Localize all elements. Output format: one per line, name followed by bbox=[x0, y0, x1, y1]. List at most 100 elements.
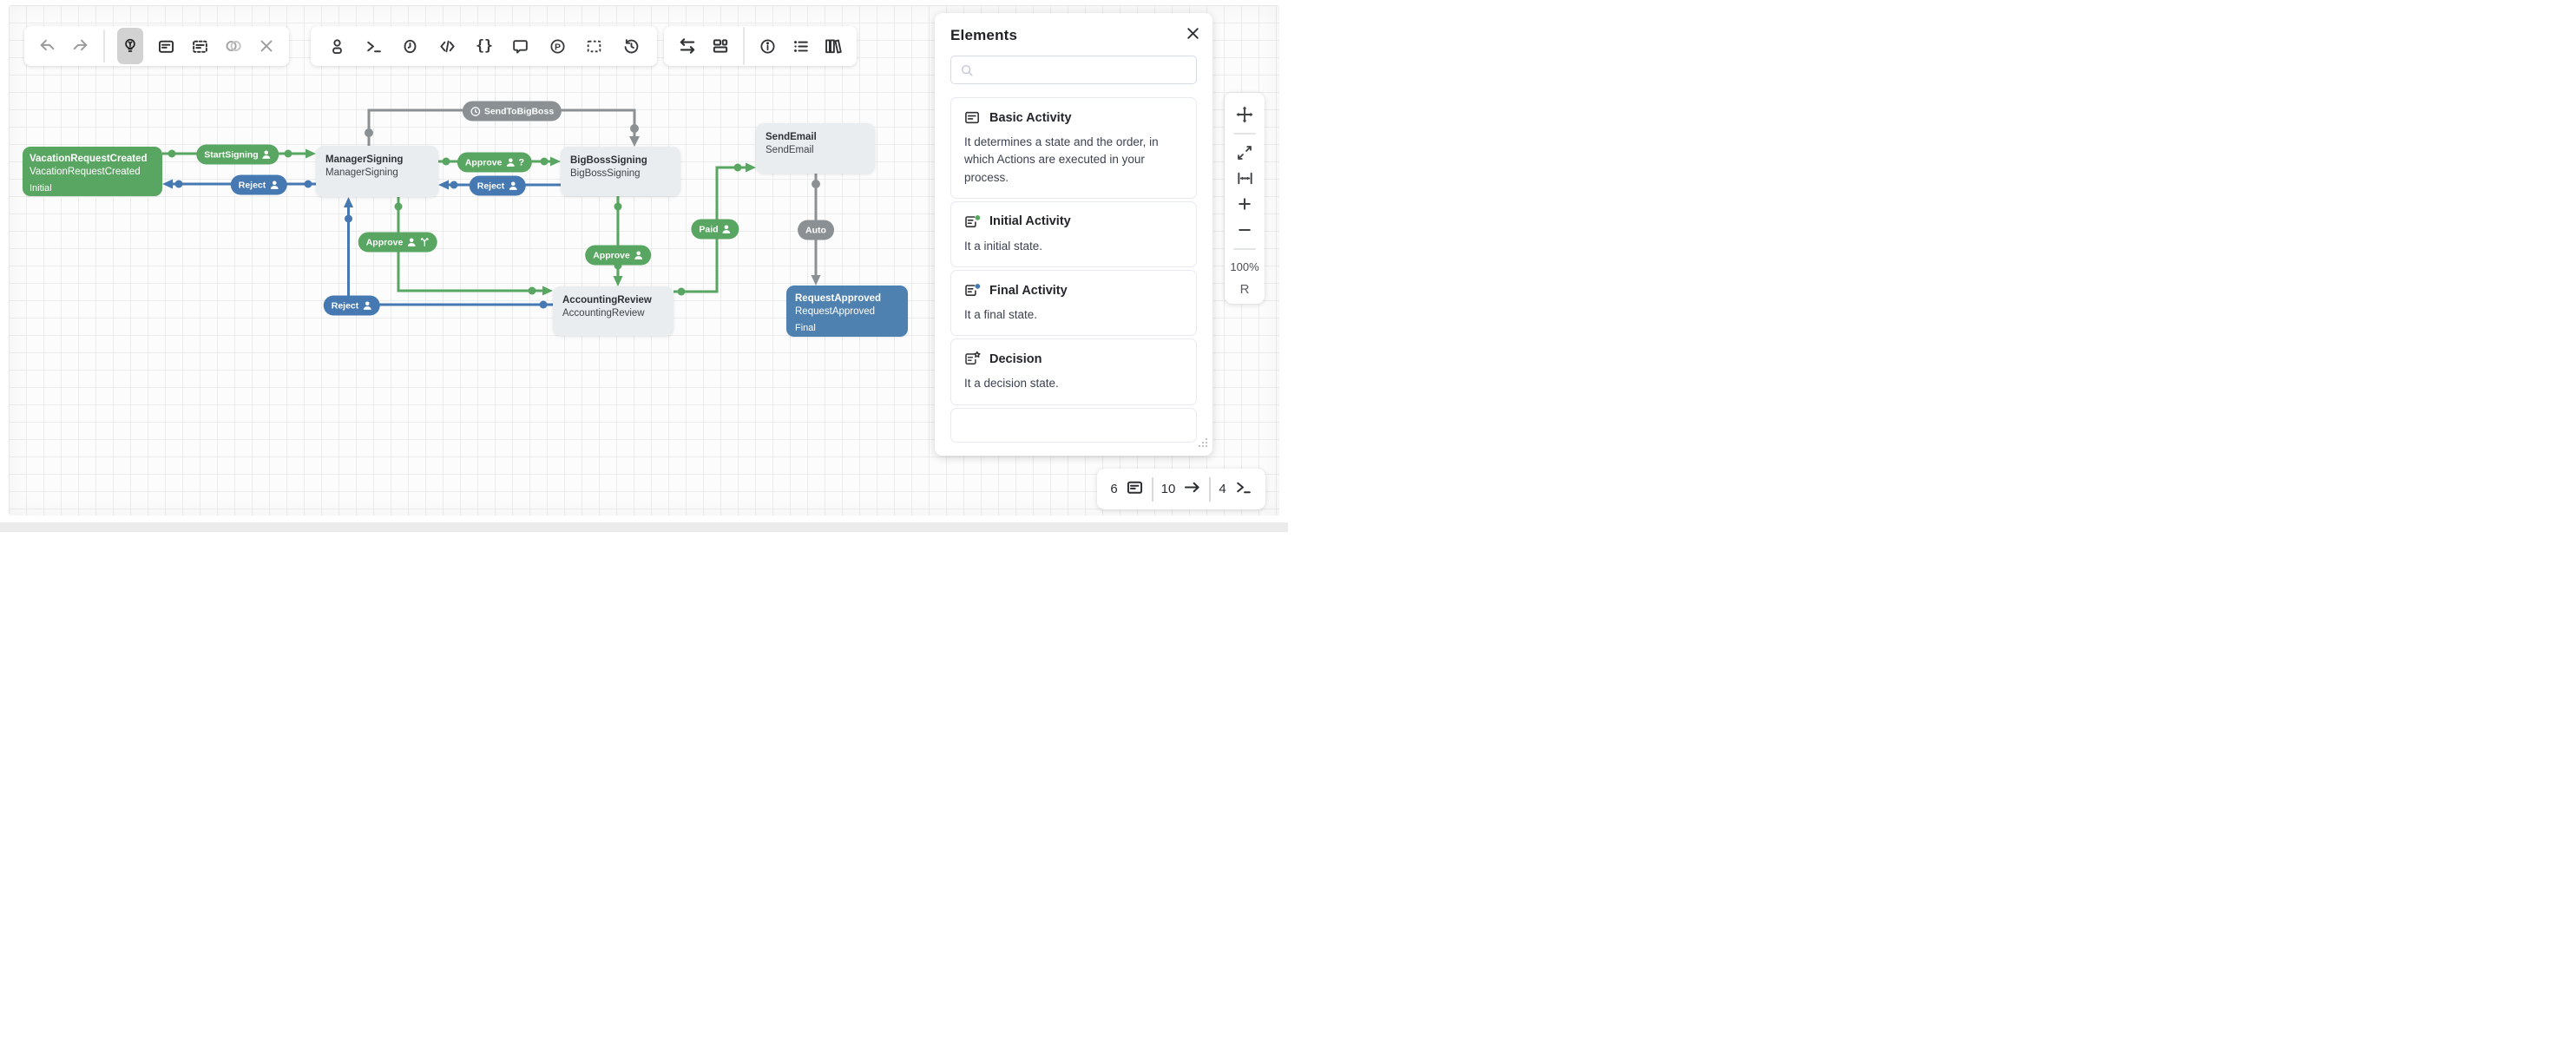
zoom-out-icon[interactable] bbox=[1234, 220, 1255, 240]
activity-subtitle: AccountingReview bbox=[562, 307, 645, 319]
reset-zoom-button[interactable]: R bbox=[1239, 282, 1250, 298]
activity-subtitle: ManagerSigning bbox=[325, 167, 398, 178]
lightbulb-button[interactable] bbox=[117, 28, 144, 64]
activity-node-managersigning[interactable]: ManagerSigning ManagerSigning bbox=[316, 146, 438, 197]
activity-node-vacationrequestcreated[interactable]: VacationRequestCreated VacationRequestCr… bbox=[23, 147, 162, 196]
element-description: It determines a state and the order, in … bbox=[964, 135, 1159, 184]
element-title: Basic Activity bbox=[989, 110, 1072, 125]
element-title: Final Activity bbox=[989, 283, 1068, 298]
transition-label: Reject bbox=[476, 181, 505, 191]
zoom-level[interactable]: 100% bbox=[1230, 260, 1259, 274]
element-title: Decision bbox=[989, 351, 1042, 366]
initial-activity-icon bbox=[965, 214, 981, 227]
transition-label: StartSigning bbox=[204, 149, 259, 160]
transition-pill-reject-2[interactable]: Reject bbox=[469, 175, 526, 196]
elements-panel: Elements Basic Activity It determines a … bbox=[935, 13, 1212, 456]
page-bottom-strip bbox=[0, 522, 1288, 532]
close-icon[interactable] bbox=[256, 36, 277, 56]
svg-text:{}: {} bbox=[476, 37, 493, 54]
activity-card-icon[interactable] bbox=[156, 36, 177, 56]
search-icon bbox=[961, 64, 973, 76]
activity-node-bigbosssigning[interactable]: BigBossSigning BigBossSigning bbox=[561, 147, 680, 196]
zoom-divider bbox=[1233, 132, 1256, 135]
transition-label: Reject bbox=[238, 180, 266, 190]
history-icon[interactable] bbox=[621, 36, 641, 56]
transitions-count: 10 bbox=[1160, 482, 1176, 496]
legend-list-icon[interactable] bbox=[790, 36, 811, 56]
transition-pill-auto[interactable]: Auto bbox=[798, 220, 834, 240]
expand-icon[interactable] bbox=[1234, 142, 1255, 163]
select-region-icon[interactable] bbox=[584, 36, 605, 56]
commands-icon bbox=[1234, 478, 1252, 501]
actor-icon bbox=[509, 181, 517, 190]
transition-pill-reject-1[interactable]: Reject bbox=[230, 174, 287, 195]
element-card-partial[interactable] bbox=[950, 407, 1197, 443]
code-actions-icon[interactable] bbox=[437, 36, 457, 56]
activity-title: AccountingReview bbox=[562, 295, 652, 305]
basic-activity-icon bbox=[965, 111, 979, 124]
elements-search bbox=[950, 56, 1197, 84]
library-icon[interactable] bbox=[823, 36, 844, 56]
activity-title: BigBossSigning bbox=[570, 155, 647, 166]
transition-label: Paid bbox=[699, 224, 719, 234]
transitions-swap-icon[interactable] bbox=[677, 36, 698, 56]
zoom-in-icon[interactable] bbox=[1234, 194, 1255, 214]
activity-subtitle: RequestApproved bbox=[795, 305, 876, 317]
redo-icon[interactable] bbox=[69, 36, 90, 56]
components-icon[interactable] bbox=[710, 36, 731, 56]
activity-subtitle: BigBossSigning bbox=[570, 167, 641, 179]
panel-close-icon[interactable] bbox=[1183, 23, 1202, 43]
branch-icon bbox=[420, 238, 429, 246]
element-description: It a decision state. bbox=[964, 377, 1059, 391]
actor-icon bbox=[506, 158, 515, 167]
transition-pill-paid[interactable]: Paid bbox=[691, 219, 739, 240]
transition-pill-approve-1[interactable]: Approve ? bbox=[457, 152, 533, 173]
panel-resize-handle[interactable] bbox=[1197, 437, 1208, 452]
activity-title: SendEmail bbox=[766, 132, 817, 142]
element-card-initial-activity[interactable]: Initial Activity It a initial state. bbox=[950, 200, 1197, 267]
elements-list: Basic Activity It determines a state and… bbox=[950, 97, 1197, 443]
actor-icon bbox=[363, 301, 371, 310]
activity-node-accountingreview[interactable]: AccountingReview AccountingReview bbox=[553, 286, 674, 336]
info-icon[interactable] bbox=[757, 36, 778, 56]
zoom-divider bbox=[1233, 248, 1256, 251]
timer-tool-icon[interactable] bbox=[400, 36, 421, 56]
transition-label: Approve bbox=[593, 250, 630, 260]
parameters-icon[interactable]: {} bbox=[474, 36, 495, 56]
transition-pill-startsigning[interactable]: StartSigning bbox=[196, 144, 279, 165]
move-icon[interactable] bbox=[1234, 104, 1255, 125]
command-tool-icon[interactable] bbox=[363, 36, 384, 56]
transitions-arrow-icon bbox=[1183, 478, 1201, 501]
activity-title: ManagerSigning bbox=[325, 154, 404, 165]
element-card-final-activity[interactable]: Final Activity It a final state. bbox=[950, 270, 1197, 337]
element-card-decision[interactable]: Decision It a decision state. bbox=[950, 338, 1197, 405]
condition-icon: ? bbox=[518, 157, 525, 167]
activities-count: 6 bbox=[1110, 482, 1118, 496]
activity-node-requestapproved[interactable]: RequestApproved RequestApproved Final bbox=[786, 286, 908, 337]
svg-text:P: P bbox=[555, 42, 561, 52]
panel-title: Elements bbox=[950, 27, 1018, 43]
transition-pill-approve-2[interactable]: Approve bbox=[358, 232, 437, 253]
search-input[interactable] bbox=[981, 63, 1187, 76]
transition-circles-icon[interactable] bbox=[223, 36, 244, 56]
transition-pill-sendtobigboss[interactable]: SendToBigBoss bbox=[462, 101, 562, 122]
undo-icon[interactable] bbox=[36, 36, 57, 56]
toolbar-history bbox=[24, 26, 289, 66]
process-icon[interactable]: P bbox=[547, 36, 568, 56]
toolbar-views bbox=[664, 26, 857, 66]
fit-width-icon[interactable] bbox=[1234, 168, 1255, 189]
transition-label: Approve bbox=[464, 157, 503, 167]
transition-label: Approve bbox=[365, 237, 404, 247]
comment-icon[interactable] bbox=[510, 36, 531, 56]
activity-node-sendemail[interactable]: SendEmail SendEmail bbox=[756, 123, 875, 174]
activities-icon bbox=[1126, 478, 1144, 501]
element-card-basic-activity[interactable]: Basic Activity It determines a state and… bbox=[950, 97, 1197, 199]
actor-tool-icon[interactable] bbox=[326, 36, 347, 56]
actor-icon bbox=[722, 225, 731, 233]
counters-bar: 6 10 4 bbox=[1097, 469, 1265, 509]
element-description: It a final state. bbox=[964, 308, 1038, 321]
multi-select-card-icon[interactable] bbox=[189, 36, 210, 56]
activity-subtitle: SendEmail bbox=[766, 144, 814, 155]
transition-pill-reject-3[interactable]: Reject bbox=[323, 295, 380, 316]
transition-pill-approve-3[interactable]: Approve bbox=[585, 245, 651, 266]
